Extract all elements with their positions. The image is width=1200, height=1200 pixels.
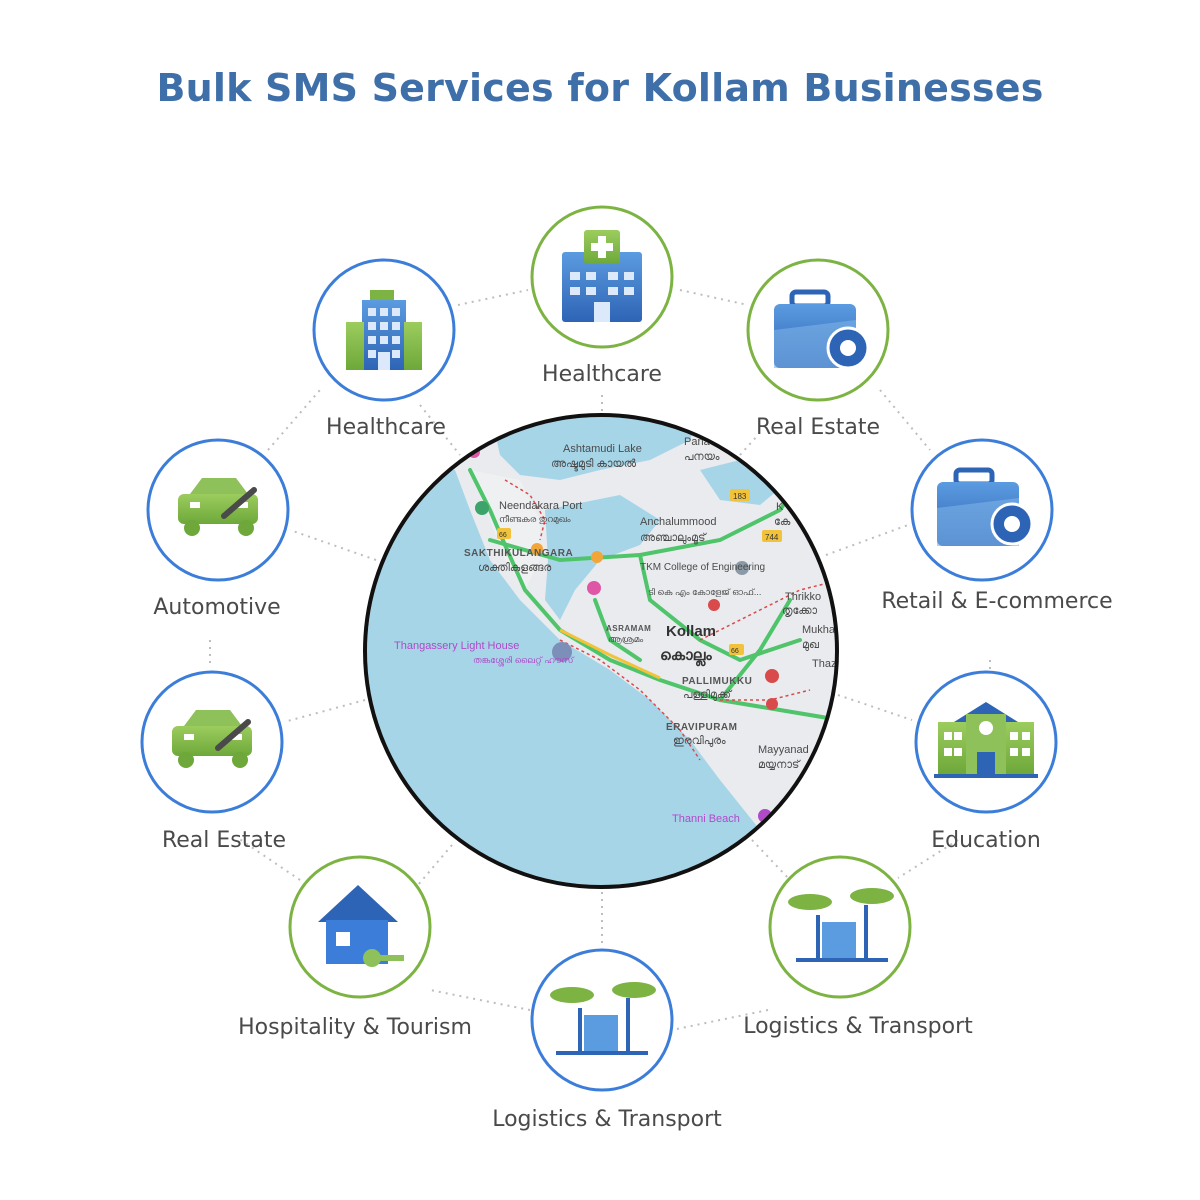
map-label-thrikkovil: Thrikko <box>785 591 821 603</box>
map-label-lighthouse-ml: തങ്കശ്ശേരി ലൈറ്റ് ഹൗസ് <box>473 655 575 666</box>
map-label-anchalummood: Anchalummood <box>640 516 716 528</box>
map-shield-744: 744 <box>765 533 779 542</box>
map-label-lighthouse: Thangassery Light House <box>394 640 519 652</box>
map-label-pallimukku-ml: പള്ളിമുക്ക് <box>683 689 733 701</box>
map-label-k: K <box>776 501 784 513</box>
node-healthcare-top[interactable] <box>530 205 674 349</box>
office-building-icon <box>346 290 422 370</box>
map-label-thazhuthala: Thaz <box>812 658 836 670</box>
map-label-mayyanad: Mayyanad <box>758 744 809 756</box>
map-label-pallimukku: PALLIMUKKU <box>682 676 752 687</box>
map-label-tkm: TKM College of Engineering <box>640 562 765 573</box>
kollam-map[interactable]: Ashtamudi Lake അഷ്ടമുടി കായൽ Pana പനയം N… <box>360 410 850 900</box>
node-hospitality-tourism[interactable] <box>288 855 432 999</box>
house-key-icon <box>318 885 404 967</box>
map-border <box>363 413 839 889</box>
school-building-icon <box>934 702 1038 778</box>
map-label-thanni-beach: Thanni Beach <box>672 813 740 825</box>
map-label-eravipuram: ERAVIPURAM <box>666 722 737 733</box>
map-label-tkm-ml: ടി കെ എം കോളേജ് ഓഫ്... <box>648 587 761 598</box>
map-label-asramam: ASRAMAM <box>606 624 651 633</box>
map-label-asramam-ml: ആശ്രമം <box>608 634 643 644</box>
node-real-estate-top-right[interactable] <box>746 258 890 402</box>
node-label: Education <box>931 828 1041 853</box>
hospital-icon <box>562 230 642 322</box>
node-label: Logistics & Transport <box>492 1107 722 1132</box>
map-label-port-ml: നീണ്ടകര തുറമുഖം <box>499 514 571 525</box>
connector-lines <box>209 289 991 1031</box>
node-label: Real Estate <box>756 415 880 440</box>
map-label-eravipuram-ml: ഇരവിപുരം <box>673 735 726 747</box>
palm-trees-icon <box>788 888 894 962</box>
node-retail-ecommerce[interactable] <box>910 438 1054 582</box>
node-healthcare-left[interactable] <box>312 258 456 402</box>
briefcase-gear-icon <box>774 289 870 370</box>
node-logistics-bottom[interactable] <box>530 948 674 1092</box>
map-label-mayyanad-ml: മയ്യനാട് <box>758 759 801 771</box>
node-label: Healthcare <box>542 362 662 387</box>
map-label-panayam-ml: പനയം <box>684 451 720 463</box>
map-label-k-ml: കേ <box>774 516 791 528</box>
node-label: Logistics & Transport <box>743 1014 973 1039</box>
car-wrench-icon <box>178 478 258 536</box>
map-label-port: Neendakara Port <box>499 500 582 512</box>
map-shield-66-b: 66 <box>731 648 739 655</box>
map-shield-66-a: 66 <box>499 532 507 539</box>
map-label-anchalummood-ml: അഞ്ചാലുംമൂട് <box>640 532 707 544</box>
map-label-thrikkovil-ml: തൃക്കോ <box>782 605 818 617</box>
map-label-lake-ml: അഷ്ടമുടി കായൽ <box>551 458 637 471</box>
node-label: Automotive <box>153 595 280 620</box>
node-label: Real Estate <box>162 828 286 853</box>
map-label-mukhathala: Mukha <box>802 624 836 636</box>
node-logistics-right[interactable] <box>768 855 912 999</box>
node-education[interactable] <box>914 670 1058 814</box>
palm-trees-icon <box>550 982 656 1055</box>
map-label-kollam: Kollam <box>666 623 716 640</box>
map-label-sakthikulangara: SAKTHIKULANGARA <box>464 548 573 559</box>
node-real-estate-left[interactable] <box>140 670 284 814</box>
map-label-lake: Ashtamudi Lake <box>563 443 642 455</box>
car-wrench-icon <box>172 710 252 768</box>
node-label: Hospitality & Tourism <box>238 1015 472 1040</box>
node-label: Retail & E-commerce <box>881 589 1112 614</box>
node-automotive[interactable] <box>146 438 290 582</box>
map-shield-183: 183 <box>733 492 747 501</box>
briefcase-gear-icon <box>937 467 1034 546</box>
node-label: Healthcare <box>326 415 446 440</box>
map-label-mukhathala-ml: മുഖ <box>802 639 820 651</box>
map-label-sakthikulangara-ml: ശക്തികുളങ്ങര <box>478 562 551 574</box>
page-title: Bulk SMS Services for Kollam Businesses <box>156 66 1044 110</box>
map-label-kollam-ml: കൊല്ലം <box>660 647 712 667</box>
